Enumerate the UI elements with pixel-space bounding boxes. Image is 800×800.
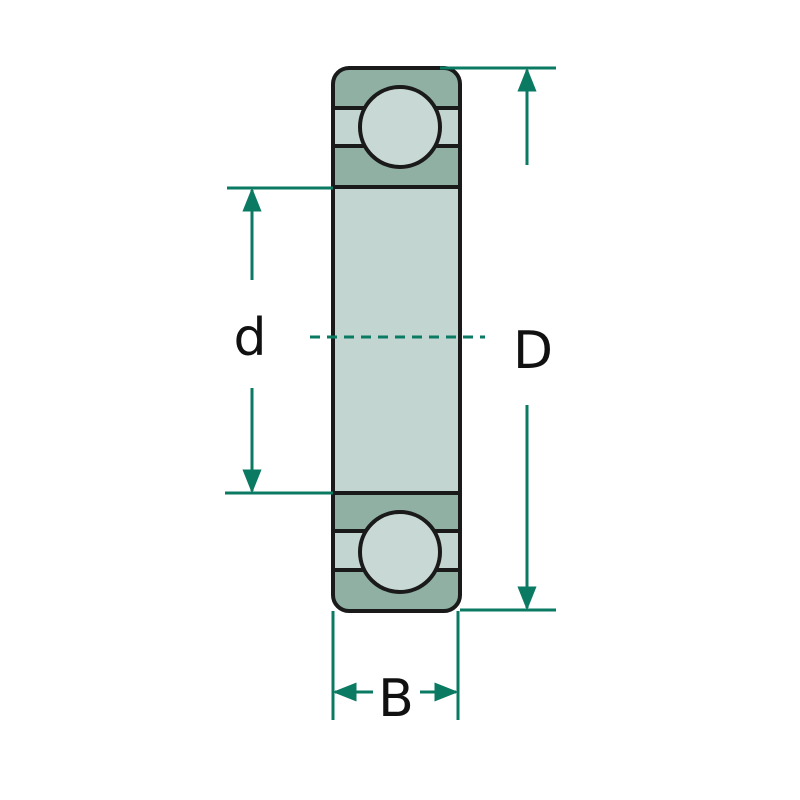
dimension-d [225,186,333,495]
dimension-D [440,66,556,612]
width-label: B [378,669,414,729]
dimension-B [331,611,460,720]
ball-top [358,85,442,169]
bearing-cross-section [331,66,462,613]
outer-diameter-label: D [513,321,553,381]
ball-bottom [358,510,442,594]
inner-diameter-label: d [233,308,266,368]
